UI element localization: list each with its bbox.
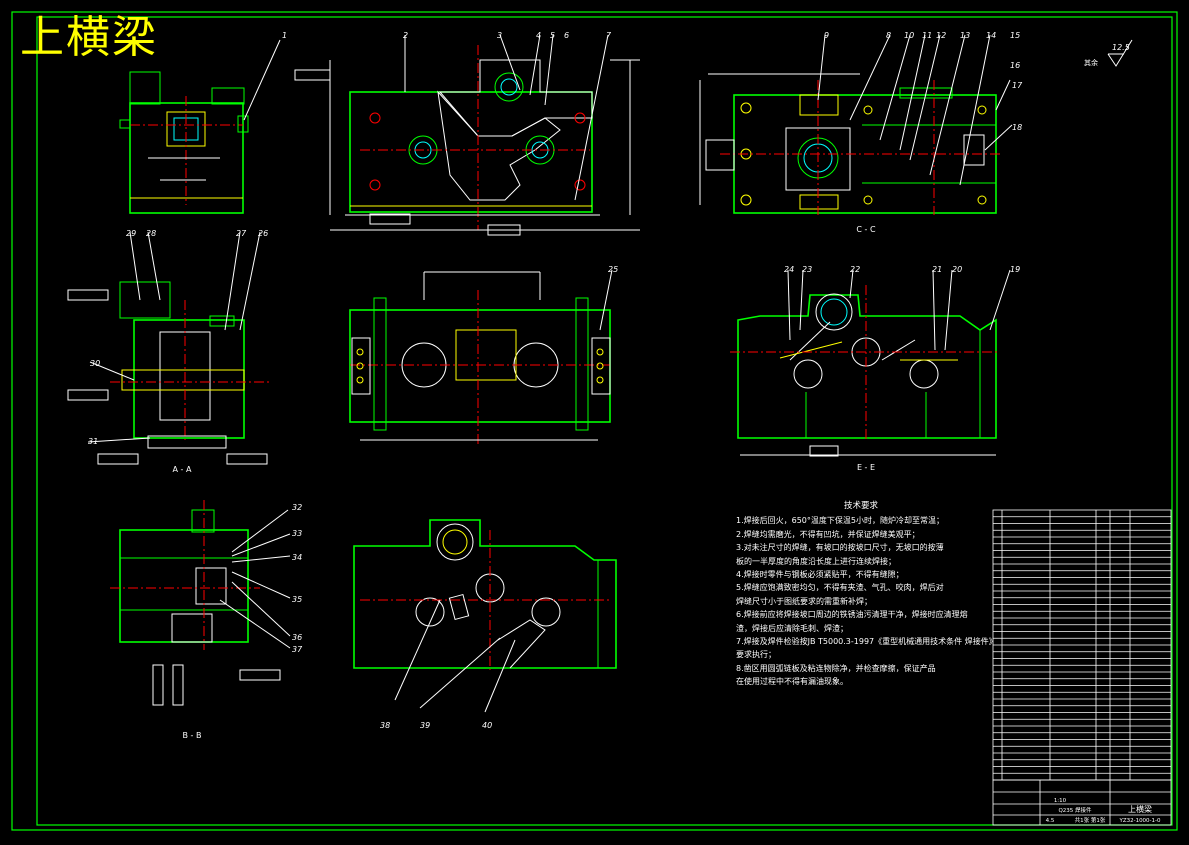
title-block-material: Q235 焊接件	[1058, 806, 1092, 814]
balloon-2: 2	[403, 31, 408, 40]
section-label-ee: E - E	[857, 463, 875, 472]
section-label-aa: A - A	[173, 465, 192, 474]
balloon-13: 13	[960, 31, 970, 40]
title-block-weight: 4.5	[1046, 818, 1055, 824]
tech-requirement-line: 渣，焊接后应清除毛刺、焊渣；	[736, 623, 848, 633]
balloon-19: 19	[1010, 265, 1020, 274]
balloon-31: 31	[88, 437, 98, 446]
balloon-23: 23	[802, 265, 812, 274]
balloon-25: 25	[608, 265, 618, 274]
view-rear	[353, 519, 617, 713]
tech-requirement-line: 焊缝尺寸小于图纸要求的需重新补焊；	[736, 596, 872, 606]
view-section-cc	[699, 34, 1013, 215]
balloon-27: 27	[236, 229, 247, 238]
roughness-mark	[1107, 39, 1133, 67]
balloon-32: 32	[292, 503, 302, 512]
balloon-3: 3	[497, 31, 502, 40]
title-block-drawing-no: YZ32-1000-1-0	[1118, 818, 1161, 824]
balloon-16: 16	[1010, 61, 1020, 70]
balloon-24: 24	[784, 265, 794, 274]
title-block-part-name: 上横梁	[1128, 804, 1152, 814]
view-section-ee	[730, 269, 1011, 457]
balloon-9: 9	[824, 31, 829, 40]
balloon-numbers: 1 2 3 4 5 6 7 8 9 10 11 12 13 14 15 16 1…	[88, 31, 1023, 730]
balloon-1: 1	[282, 31, 287, 40]
view-section-bb	[110, 500, 291, 706]
tech-requirement-line: 4.焊接时零件与钢板必须紧贴平，不得有缝隙；	[736, 570, 904, 580]
balloon-17: 17	[1012, 81, 1023, 90]
title-block	[992, 779, 1172, 826]
view-plan	[349, 269, 613, 445]
balloon-22: 22	[850, 265, 860, 274]
balloon-28: 28	[146, 229, 156, 238]
balloon-5: 5	[550, 31, 555, 40]
balloon-33: 33	[292, 529, 302, 538]
balloon-26: 26	[258, 229, 268, 238]
roughness-note: 其余	[1084, 58, 1098, 67]
balloon-38: 38	[380, 721, 390, 730]
balloon-29: 29	[126, 229, 136, 238]
balloon-37: 37	[292, 645, 303, 654]
balloon-12: 12	[936, 31, 946, 40]
view-section-aa	[67, 231, 270, 465]
balloon-10: 10	[904, 31, 914, 40]
tech-requirement-line: 5.焊缝应饱满致密均匀，不得有夹渣、气孔、咬肉，焊后对	[736, 583, 944, 593]
tech-requirement-line: 板的一半厚度的角度沿长度上进行连续焊接；	[736, 556, 896, 566]
tech-requirement-line: 1.焊接后回火，650°温度下保温5小时，随炉冷却至常温；	[736, 516, 944, 526]
balloon-18: 18	[1012, 123, 1022, 132]
sheet-border	[11, 11, 1178, 831]
tech-requirements-heading: 技术要求	[843, 501, 878, 511]
technical-requirements: 技术要求 1.焊接后回火，650°温度下保温5小时，随炉冷却至常温； 2.焊缝均…	[736, 500, 997, 689]
drawing-title: 上横梁	[20, 12, 158, 63]
tech-requirement-line: 6.焊接前应将焊接坡口周边的铁锈油污清理干净，焊接时应清理熔	[736, 610, 968, 620]
balloon-30: 30	[90, 359, 100, 368]
tech-requirement-line: 3.对未注尺寸的焊缝，有坡口的按坡口尺寸，无坡口的按薄	[736, 543, 944, 553]
tech-requirement-line: 8.凿区用圆弧链板及粘连物除净，并检查摩擦，保证产品	[736, 663, 936, 673]
tech-requirement-line: 在使用过程中不得有漏油现象。	[736, 677, 848, 687]
view-front-main	[294, 34, 640, 236]
balloon-20: 20	[952, 265, 962, 274]
balloon-35: 35	[292, 595, 302, 604]
tech-requirement-line: 要求执行；	[736, 650, 776, 660]
balloon-14: 14	[986, 31, 996, 40]
title-block-sheet: 共1张 第1张	[1075, 816, 1106, 824]
drawing-frame	[36, 16, 1173, 826]
balloon-15: 15	[1010, 31, 1020, 40]
title-block-scale: 1:10	[1054, 798, 1067, 804]
balloon-39: 39	[420, 721, 430, 730]
balloon-34: 34	[292, 553, 302, 562]
view-top-left-end	[119, 39, 281, 214]
roughness-value: 12.5	[1112, 43, 1130, 52]
balloon-21: 21	[932, 265, 942, 274]
tech-requirement-line: 2.焊缝均需磨光，不得有凹坑，并保证焊缝美观平；	[736, 529, 920, 539]
tech-requirement-line: 7.焊接及焊件检验按JB T5000.3-1997《重型机械通用技术条件 焊接件…	[736, 637, 997, 647]
section-label-bb: B - B	[183, 731, 202, 740]
balloon-36: 36	[292, 633, 302, 642]
section-label-cc: C - C	[856, 225, 876, 234]
balloon-40: 40	[482, 721, 492, 730]
balloon-4: 4	[536, 31, 541, 40]
balloon-7: 7	[606, 31, 612, 40]
balloon-6: 6	[564, 31, 569, 40]
parts-list	[992, 509, 1172, 781]
balloon-8: 8	[886, 31, 891, 40]
balloon-11: 11	[922, 31, 932, 40]
